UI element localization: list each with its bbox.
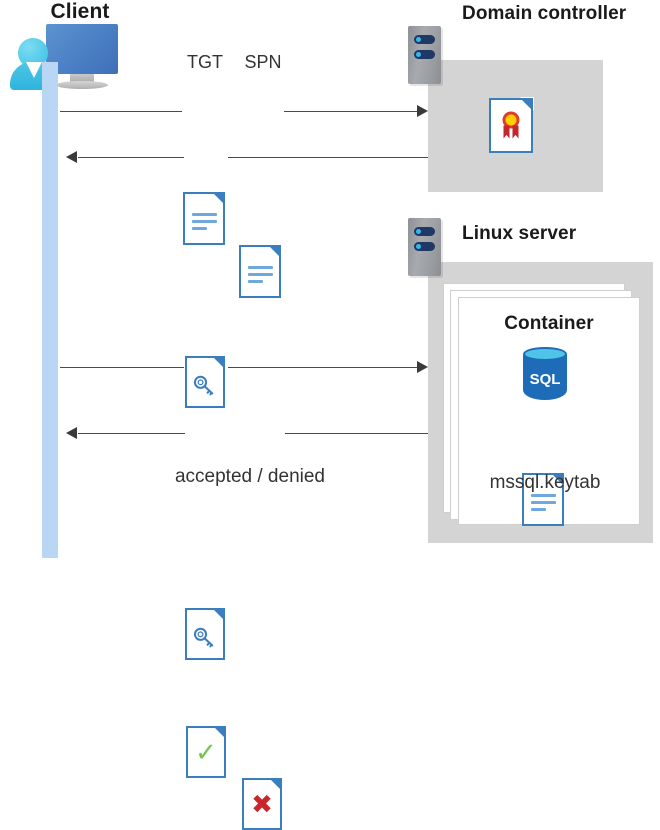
arrow-line-request2-b [228,367,418,368]
arrow-line-response2-b [285,433,428,434]
cross-icon: ✖ [251,789,273,820]
arrow-line-request1-a [60,111,182,112]
service-ticket-key-document-icon [185,355,226,408]
tgt-document-icon [183,191,226,245]
monitor-stand [70,74,94,83]
client-computer-icon [10,24,120,90]
arrow-line-response1-a [78,157,184,158]
container-title-wrapper: Container [458,313,640,335]
certificate-document-icon [489,97,534,153]
arrowhead-response2 [66,427,77,439]
arrowhead-request1 [417,105,428,117]
accepted-denied-label: accepted / denied [174,466,325,487]
container-title: Container [504,313,594,334]
arrow-line-response1-b [228,157,428,158]
client-title: Client [50,0,110,23]
monitor-screen [46,24,118,74]
linux-server-title: Linux server [462,223,577,244]
tgt-label: TGT [187,52,223,72]
denied-document-icon: ✖ [242,777,283,830]
monitor-base [56,81,108,89]
sql-icon-label: SQL [529,371,561,388]
keytab-document-icon [522,472,565,526]
check-icon: ✓ [195,737,217,768]
key-icon [194,375,214,395]
accepted-document-icon: ✓ [186,725,227,778]
arrow-line-request2-a [60,367,184,368]
kerberos-ticket-key-document-icon [185,607,226,660]
sql-database-icon: SQL [520,347,570,404]
domain-controller-title: Domain controller [462,3,627,24]
domain-controller-server-rack-icon [408,26,441,84]
linux-server-rack-icon [408,218,441,276]
client-lifeline [42,62,58,558]
arrow-line-response2-a [78,433,185,434]
arrowhead-request2 [417,361,428,373]
arrow-line-request1-b [284,111,418,112]
certificate-seal-icon [502,111,520,139]
keytab-file-label: mssql.keytab [489,472,601,493]
person-collar-icon [26,62,42,78]
spn-label: SPN [244,52,282,72]
key-icon [194,627,214,647]
arrowhead-response1 [66,151,77,163]
spn-document-icon [239,244,282,298]
